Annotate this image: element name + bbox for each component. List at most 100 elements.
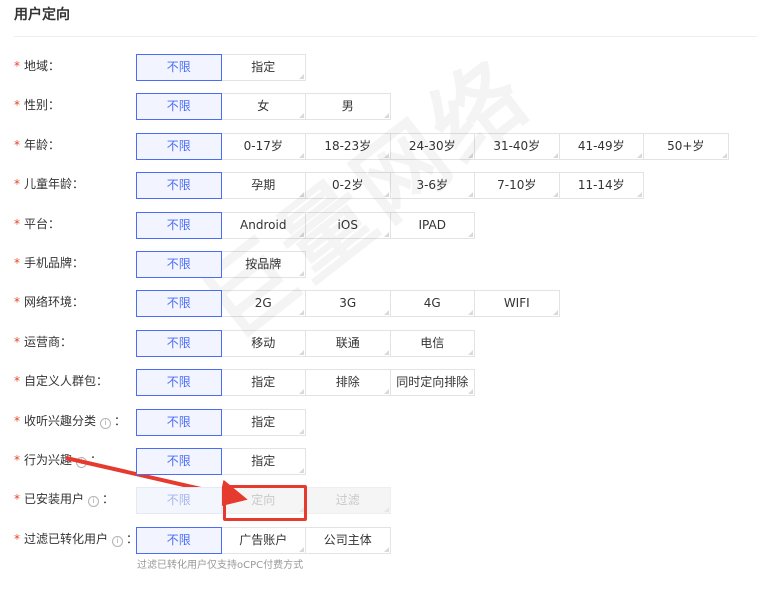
required-mark: * <box>14 492 20 507</box>
option-button[interactable]: 0-2岁 <box>305 172 391 200</box>
row-label: *自定义人群包： <box>14 366 108 397</box>
option-button[interactable]: 不限 <box>136 447 222 475</box>
option-button[interactable]: 按品牌 <box>220 250 306 278</box>
info-circle-icon[interactable]: i <box>112 535 124 547</box>
option-button[interactable]: 不限 <box>136 250 222 278</box>
targeting-row: * 地域： 不限指定 <box>0 51 757 82</box>
option-button[interactable]: 广告账户 <box>220 526 306 554</box>
option-button[interactable]: IPAD <box>389 211 475 239</box>
option-button[interactable]: 不限 <box>136 290 222 318</box>
info-circle-icon[interactable]: i <box>76 456 88 468</box>
option-button[interactable]: 7-10岁 <box>474 172 560 200</box>
option-button[interactable]: 男 <box>305 93 391 121</box>
required-mark: * <box>14 59 20 73</box>
required-mark: * <box>14 452 20 467</box>
row-label-text: 平台： <box>24 216 61 231</box>
option-button[interactable]: 移动 <box>220 329 306 357</box>
title-divider <box>14 36 757 37</box>
option-button[interactable]: 18-23岁 <box>305 132 391 160</box>
option-button[interactable]: 排除 <box>305 369 391 397</box>
row-label: * 地域： <box>14 51 60 82</box>
option-button[interactable]: 公司主体 <box>305 526 391 554</box>
option-button[interactable]: 指定 <box>220 408 306 436</box>
row-label-text: 儿童年龄： <box>24 177 85 192</box>
option-group: 不限指定排除同时定向排除 <box>136 369 475 397</box>
option-button[interactable]: WIFI <box>474 290 560 318</box>
targeting-row: * 运营商： 不限移动联通电信 <box>0 327 757 358</box>
conversion-filter-hint: 过滤已转化用户仅支持oCPC付费方式 <box>137 560 304 571</box>
option-button[interactable]: 指定 <box>220 447 306 475</box>
option-button[interactable]: 不限 <box>136 172 222 200</box>
required-mark: * <box>14 531 20 546</box>
row-label: * 年龄： <box>14 130 60 161</box>
option-button[interactable]: 24-30岁 <box>389 132 475 160</box>
row-label-colon: ： <box>114 413 127 428</box>
row-label-text: 过滤已转化用户 <box>24 531 109 546</box>
option-button[interactable]: 31-40岁 <box>474 132 560 160</box>
option-button: 不限 <box>136 487 222 515</box>
required-mark: * <box>14 334 20 349</box>
row-label: *网络环境： <box>14 287 84 318</box>
option-button[interactable]: 0-17岁 <box>220 132 306 160</box>
option-button: 定向 <box>220 487 306 515</box>
option-button[interactable]: 4G <box>389 290 475 318</box>
option-button[interactable]: 41-49岁 <box>558 132 644 160</box>
option-button[interactable]: 不限 <box>136 369 222 397</box>
row-label-text: 地域： <box>24 59 61 73</box>
row-label-text: 已安装用户 <box>24 492 85 507</box>
required-mark: * <box>14 295 20 310</box>
option-button[interactable]: iOS <box>305 211 391 239</box>
option-button[interactable]: 不限 <box>136 211 222 239</box>
option-button[interactable]: 不限 <box>136 54 222 81</box>
row-label-text: 运营商： <box>24 334 73 349</box>
option-button[interactable]: 50+岁 <box>643 132 729 160</box>
option-button[interactable]: Android <box>220 211 306 239</box>
row-label-text: 年龄： <box>24 137 61 152</box>
option-button[interactable]: 同时定向排除 <box>389 369 475 397</box>
option-button[interactable]: 联通 <box>305 329 391 357</box>
option-button[interactable]: 不限 <box>136 526 222 554</box>
option-button: 过滤 <box>305 487 391 515</box>
row-label-text: 收听兴趣分类 <box>24 413 97 428</box>
option-button[interactable]: 不限 <box>136 329 222 357</box>
required-mark: * <box>14 216 20 231</box>
option-button[interactable]: 电信 <box>389 329 475 357</box>
option-group: 不限广告账户公司主体 <box>136 526 391 554</box>
row-label-text: 自定义人群包： <box>24 374 109 389</box>
option-button[interactable]: 孕期 <box>220 172 306 200</box>
row-label: * 平台： <box>14 209 60 240</box>
row-label-text: 性别： <box>24 98 61 113</box>
option-button[interactable]: 2G <box>220 290 306 318</box>
option-button[interactable]: 3-6岁 <box>389 172 475 200</box>
option-button[interactable]: 不限 <box>136 408 222 436</box>
option-button[interactable]: 3G <box>305 290 391 318</box>
info-circle-icon[interactable]: i <box>100 417 112 429</box>
required-mark: * <box>14 413 20 428</box>
option-button[interactable]: 不限 <box>136 93 222 121</box>
option-button[interactable]: 指定 <box>220 369 306 397</box>
option-button[interactable]: 指定 <box>220 54 306 81</box>
option-button[interactable]: 不限 <box>136 132 222 160</box>
row-label-colon: ： <box>90 452 103 467</box>
row-label: *性别： <box>14 90 60 121</box>
option-button[interactable]: 11-14岁 <box>558 172 644 200</box>
option-group: 不限指定 <box>136 54 306 81</box>
option-button[interactable]: 女 <box>220 93 306 121</box>
info-circle-icon[interactable]: i <box>88 496 100 508</box>
option-group: 不限按品牌 <box>136 250 306 278</box>
required-mark: * <box>14 137 20 152</box>
option-group: 不限女男 <box>136 93 391 121</box>
